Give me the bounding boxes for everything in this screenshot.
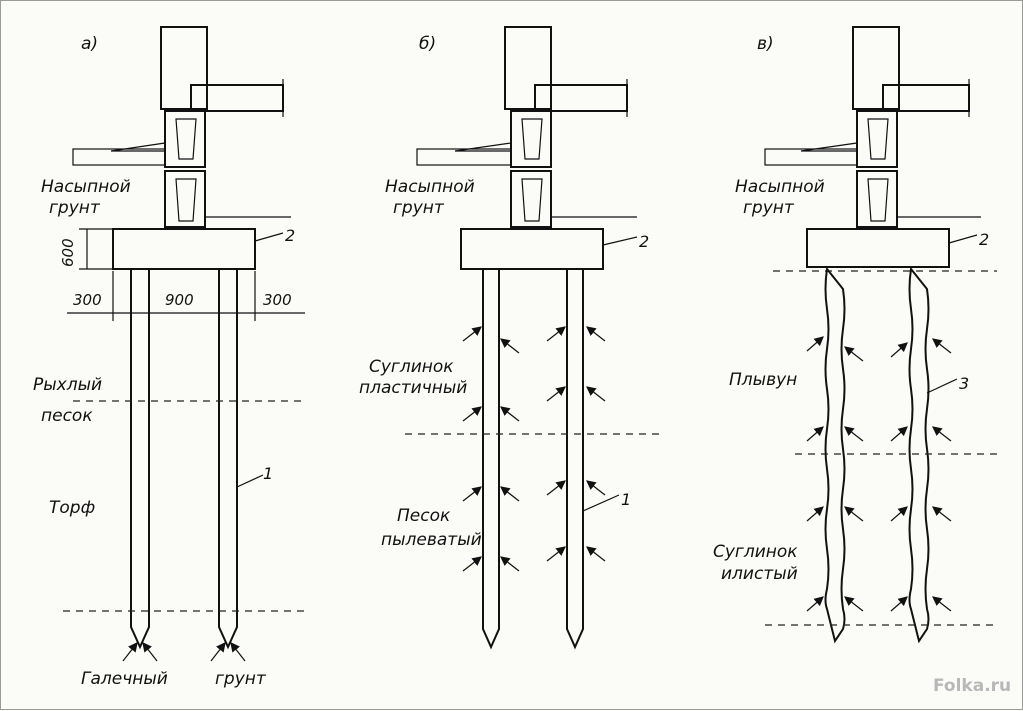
pile-right [566, 269, 584, 650]
brick-wall [160, 26, 208, 110]
panel-c-letter: в) [757, 34, 774, 54]
wall-block-upper [856, 110, 898, 168]
panel-a: а) Насыпной грунт 2 600 300 900 300 [33, 26, 307, 689]
pile-left [130, 269, 150, 650]
friction-arrows [806, 336, 952, 612]
pile-grillage [806, 228, 950, 268]
ground-floor [416, 148, 512, 166]
layer-label-loose-sand: Рыхлый [33, 375, 102, 395]
panel-a-letter: а) [81, 34, 98, 54]
watermark: Folka.ru [933, 676, 1011, 696]
pile-label: 1 [263, 464, 273, 483]
dimension-900: 900 [165, 291, 194, 309]
wall-block-lower [164, 170, 206, 228]
fill-soil-label-2: грунт [393, 198, 445, 218]
wall-block-upper [510, 110, 552, 168]
floor-slab [190, 84, 284, 112]
dimension-600: 600 [59, 238, 77, 267]
fill-soil-label: Насыпной [385, 177, 475, 197]
pressure-arrow [210, 642, 226, 662]
fill-soil-label-2: грунт [743, 198, 795, 218]
floor-slab [882, 84, 970, 112]
panel-c: в) Насыпной грунт 2 Плывун Суглинок илис… [713, 26, 997, 644]
fill-soil-label: Насыпной [41, 177, 131, 197]
brick-wall [504, 26, 552, 110]
fill-soil-label: Насыпной [735, 177, 825, 197]
pile-right [218, 269, 238, 650]
pile-grillage [112, 228, 256, 270]
layer-label-quicksand: Плывун [729, 370, 797, 390]
pressure-arrow [230, 642, 246, 662]
dimension-600-line [79, 228, 113, 270]
bored-pile-left [824, 266, 846, 644]
fill-soil-label-2: грунт [49, 198, 101, 218]
pile-label: 1 [621, 490, 631, 509]
layer-label-silty-sand: Песок [397, 506, 451, 526]
layer-label-peat: Торф [49, 498, 95, 518]
layer-label-loam-2: пластичный [359, 378, 467, 398]
grillage-label: 2 [979, 230, 989, 249]
panel-b: б) Насыпной грунт 2 Суглинок пластичный … [359, 26, 663, 650]
layer-label-loam: Суглинок [369, 357, 454, 377]
panel-b-letter: б) [419, 34, 436, 54]
wall-block-lower [856, 170, 898, 228]
floor-slab [534, 84, 628, 112]
layer-label-gravel-2: грунт [215, 669, 267, 689]
layer-label-gravel: Галечный [81, 669, 168, 689]
friction-arrows [462, 326, 606, 572]
wall-block-lower [510, 170, 552, 228]
layer-label-silty-sand-2: пылеватый [381, 530, 482, 550]
bored-pile-right [908, 266, 930, 644]
layer-label-silty-loam-2: илистый [721, 564, 798, 584]
grillage-label: 2 [285, 226, 295, 245]
pile-left [482, 269, 500, 650]
pile-label: 3 [959, 374, 969, 393]
dimension-300-right: 300 [263, 291, 292, 309]
grillage-label: 2 [639, 232, 649, 251]
dimension-300-left: 300 [73, 291, 102, 309]
layer-label-silty-loam: Суглинок [713, 542, 798, 562]
brick-wall [852, 26, 900, 110]
ground-floor [72, 148, 166, 166]
wall-block-upper [164, 110, 206, 168]
layer-label-loose-sand-2: песок [41, 406, 93, 426]
pile-grillage [460, 228, 604, 270]
pressure-arrow [122, 642, 138, 662]
pressure-arrow [142, 642, 158, 662]
